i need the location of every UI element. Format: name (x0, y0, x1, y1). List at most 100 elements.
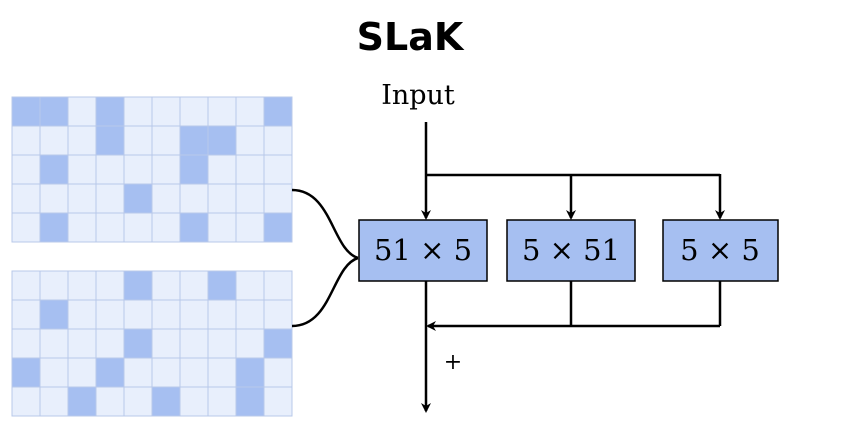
grid-cell (179, 386, 209, 417)
grid-cell (151, 183, 181, 214)
grid-cell-active (39, 299, 69, 330)
grid-cell-active (263, 328, 293, 359)
grid-cell (207, 96, 237, 127)
grid-cell (11, 183, 41, 214)
grid-cell (235, 154, 265, 185)
brace-connector-top (291, 188, 359, 260)
grid-cell (151, 212, 181, 243)
grid-cell-active (263, 212, 293, 243)
grid-cell-active (179, 154, 209, 185)
grid-cell (39, 357, 69, 388)
grid-cell-active (123, 328, 153, 359)
grid-cell (235, 212, 265, 243)
grid-cell (151, 154, 181, 185)
kernel-box-rect (662, 219, 779, 282)
grid-cell (11, 125, 41, 156)
grid-cell (263, 125, 293, 156)
grid-cell (179, 183, 209, 214)
grid-cell (67, 154, 97, 185)
grid-cell (67, 183, 97, 214)
grid-cell (95, 299, 125, 330)
grid-cell (123, 386, 153, 417)
grid-cell (39, 270, 69, 301)
grid-cell-active (95, 125, 125, 156)
grid-cell (151, 328, 181, 359)
grid-cell-active (39, 154, 69, 185)
grid-cell (179, 96, 209, 127)
grid-cell (207, 183, 237, 214)
grid-cell (207, 154, 237, 185)
grid-cell (95, 183, 125, 214)
grid-cell (11, 270, 41, 301)
grid-cell (11, 299, 41, 330)
kernel-box-label: 51 × 5 (374, 233, 472, 267)
grid-cell (67, 328, 97, 359)
kernel-box-51x5: 51 × 5 (358, 219, 488, 282)
kernel-box-label: 5 × 5 (680, 233, 760, 267)
grid-cell (67, 125, 97, 156)
grid-cell-active (123, 183, 153, 214)
grid-cell (11, 328, 41, 359)
grid-cell-active (39, 212, 69, 243)
grid-cell-active (207, 125, 237, 156)
grid-cell (207, 386, 237, 417)
grid-cell-active (151, 386, 181, 417)
grid-cell (123, 299, 153, 330)
grid-cell (123, 357, 153, 388)
grid-cell (11, 212, 41, 243)
grid-cell (207, 299, 237, 330)
grid-cell (235, 270, 265, 301)
grid-cell (263, 299, 293, 330)
kernel-box-rect (358, 219, 488, 282)
grid-cell-active (39, 96, 69, 127)
grid-cell (67, 270, 97, 301)
grid-cell (123, 154, 153, 185)
grid-cell (95, 154, 125, 185)
grid-cell (123, 96, 153, 127)
grid-cell (263, 270, 293, 301)
grid-cell (39, 328, 69, 359)
grid-cell (67, 299, 97, 330)
grid-cell (207, 212, 237, 243)
grid-cell (263, 357, 293, 388)
grid-cell-active (235, 386, 265, 417)
grid-cell (235, 96, 265, 127)
grid-cell (179, 299, 209, 330)
grid-cell-active (95, 357, 125, 388)
grid-cell (95, 212, 125, 243)
grid-cell (95, 386, 125, 417)
grid-cell (263, 386, 293, 417)
grid-cell (123, 212, 153, 243)
grid-cell (67, 357, 97, 388)
grid-cell (179, 357, 209, 388)
grid-cell-active (11, 357, 41, 388)
brace-connector-bottom (291, 256, 359, 328)
grid-cell (235, 299, 265, 330)
grid-cell-active (179, 212, 209, 243)
grid-cell (235, 125, 265, 156)
grid-cell-active (11, 96, 41, 127)
grid-cell (11, 154, 41, 185)
grid-cell-active (263, 96, 293, 127)
grid-cell-active (67, 386, 97, 417)
kernel-box-5x5: 5 × 5 (662, 219, 779, 282)
sum-plus-sign: + (444, 350, 462, 375)
grid-cell-active (179, 125, 209, 156)
grid-cell (235, 328, 265, 359)
grid-cell (207, 328, 237, 359)
grid-cell (151, 270, 181, 301)
grid-cell (235, 183, 265, 214)
input-label: Input (381, 80, 455, 111)
grid-cell (263, 183, 293, 214)
grid-cell (39, 386, 69, 417)
sparse-kernel-grid-top (11, 96, 293, 243)
sparse-kernel-grid-bottom (11, 270, 293, 417)
grid-cell (95, 270, 125, 301)
diagram-title: SLaK (357, 15, 465, 59)
grid-cell (207, 357, 237, 388)
grid-cell (67, 96, 97, 127)
grid-cell (11, 386, 41, 417)
grid-cell (263, 154, 293, 185)
grid-cell (39, 125, 69, 156)
